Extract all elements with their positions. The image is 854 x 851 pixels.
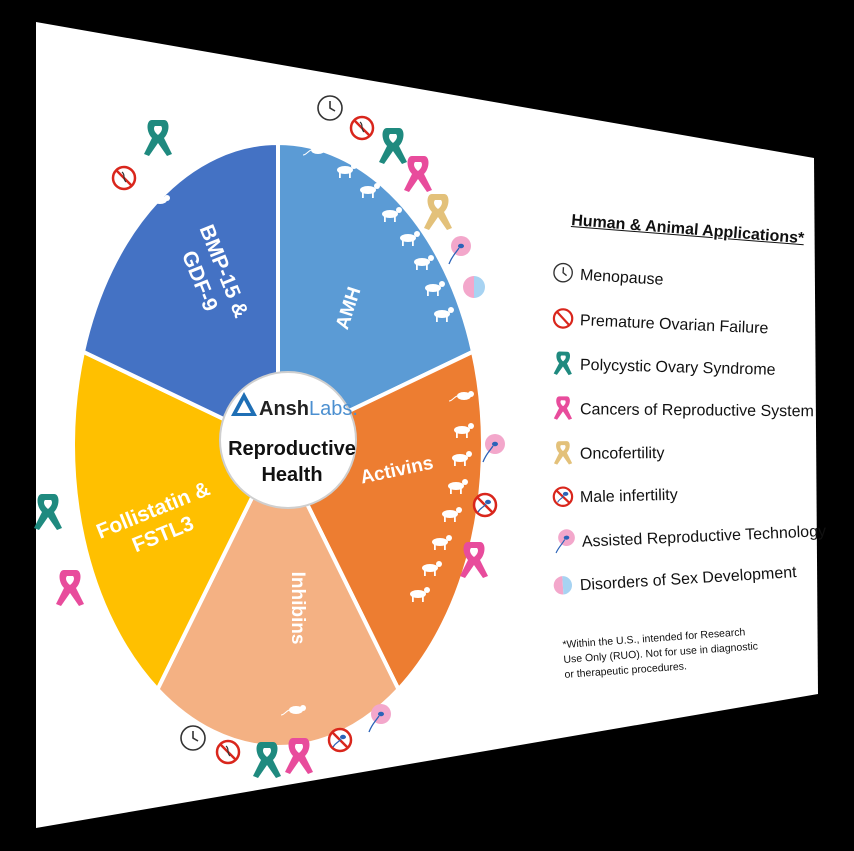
legend-item: Menopause	[551, 260, 664, 295]
legend-item: Disorders of Sex Development	[551, 559, 797, 602]
no-sperm-icon	[327, 727, 353, 753]
legend-item-label: Oncofertility	[579, 445, 665, 463]
legend-item-label: Assisted Reproductive Technology	[581, 523, 827, 551]
no-sign-icon	[111, 165, 137, 191]
legend-item-label: Polycystic Ovary Syndrome	[579, 356, 776, 379]
legend-item-label: Menopause	[579, 266, 664, 289]
no-sperm-icon	[472, 492, 498, 518]
gold-ribbon-icon	[552, 439, 574, 470]
no-sign-icon	[215, 739, 241, 765]
legend-item-label: Premature Ovarian Failure	[579, 312, 769, 338]
center-circle	[219, 371, 357, 509]
legend-item: Premature Ovarian Failure	[551, 306, 769, 343]
half-circle-icon	[551, 573, 575, 601]
no-sign-icon	[551, 307, 574, 335]
segment-amh	[276, 140, 476, 449]
clock-icon	[317, 95, 343, 121]
egg-sperm-icon	[551, 527, 576, 559]
segment-label-inhibins: Inhibins	[287, 572, 308, 645]
brand-name-bold: Ansh	[259, 398, 309, 420]
half-circle-icon	[463, 276, 485, 298]
legend-item-label: Cancers of Reproductive System	[579, 401, 814, 421]
no-sign-icon	[349, 115, 375, 141]
center-title-line1: Reproductive	[228, 438, 356, 460]
legend-item-label: Male infertility	[579, 486, 678, 507]
no-sperm-icon	[552, 485, 575, 513]
teal-ribbon-icon	[552, 350, 575, 382]
ansh-labs-logo: AnshLabs.	[231, 392, 358, 420]
legend-item: Oncofertility	[552, 440, 665, 469]
clock-icon	[180, 725, 206, 751]
svg-text:AnshLabs.: AnshLabs.	[259, 398, 358, 420]
svg-text:Inhibins: Inhibins	[287, 572, 308, 645]
legend-item: Assisted Reproductive Technology	[551, 518, 826, 558]
legend-item: Polycystic Ovary Syndrome	[552, 350, 776, 385]
logo-triangle-icon	[231, 392, 257, 416]
brand-name-light: Labs.	[309, 398, 358, 420]
legend-item: Male infertility	[552, 482, 679, 513]
pink-ribbon-icon	[552, 395, 574, 426]
legend-item: Cancers of Reproductive System	[552, 395, 814, 426]
center-title-line2: Health	[261, 464, 322, 486]
clock-icon	[551, 261, 575, 289]
